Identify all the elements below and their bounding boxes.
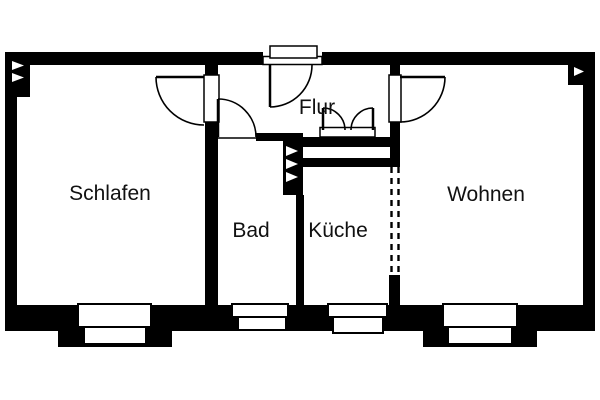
kueche-window-outer <box>332 316 384 334</box>
room-label-wohnen: Wohnen <box>447 183 525 206</box>
bad-window-inner <box>231 303 289 318</box>
wall-kueche-top <box>296 158 392 167</box>
wall-left <box>5 52 17 331</box>
chimney-pilaster-right <box>568 52 595 85</box>
wall-wohnen-top-stub <box>390 65 400 75</box>
room-labels: Schlafen Bad Küche Flur Wohnen <box>69 96 525 242</box>
wall-top-left-segment <box>5 52 263 65</box>
interior-walls <box>205 65 400 305</box>
flur-wardrobe-double-door <box>319 107 376 138</box>
bad-door-swing-arc <box>217 98 257 138</box>
wall-top-right-segment <box>322 52 595 65</box>
room-label-schlafen: Schlafen <box>69 182 151 205</box>
wall-kueche-wohnen-stub <box>389 275 400 305</box>
wall-flur-bottom <box>256 133 303 141</box>
chimney-pilaster-left <box>5 52 30 97</box>
wardrobe-body <box>319 126 376 138</box>
vent-triangle-icon <box>574 67 584 76</box>
schlafen-door <box>155 74 220 126</box>
vent-triangle-icon <box>286 146 298 156</box>
wall-schlafen-top-stub <box>205 65 218 75</box>
wohnen-window-outer <box>447 326 513 345</box>
wohnen-window <box>442 303 518 345</box>
wohnen-door-frame <box>388 74 402 123</box>
wardrobe-right-swing-arc <box>350 107 374 131</box>
vent-triangle-icon <box>12 73 24 82</box>
kueche-window <box>327 303 388 334</box>
schlafen-window-inner <box>77 303 152 328</box>
wall-bad-kueche <box>296 195 304 305</box>
doors <box>155 45 446 139</box>
wohnen-door-swing-arc <box>399 76 446 123</box>
schlafen-window <box>77 303 152 345</box>
room-label-kueche: Küche <box>308 219 368 242</box>
bad-window-outer <box>237 316 287 331</box>
vent-triangle-icon <box>286 172 298 182</box>
vent-triangle-icon <box>286 159 298 169</box>
room-label-bad: Bad <box>232 219 269 242</box>
entrance-door-swing-arc <box>269 64 313 108</box>
wall-wardrobe-band <box>295 137 400 147</box>
entrance-door-leaf-closed <box>269 45 318 59</box>
bad-window <box>231 303 289 331</box>
kueche-window-inner <box>327 303 388 318</box>
entrance-door <box>262 45 323 108</box>
wall-schlafen-lower <box>205 122 218 305</box>
wardrobe-left-swing-arc <box>322 107 346 131</box>
schlafen-window-outer <box>83 326 147 345</box>
wohnen-window-inner <box>442 303 518 328</box>
schlafen-door-swing-arc <box>155 76 205 126</box>
chimney-vent-marks <box>12 61 584 182</box>
wall-right <box>583 52 595 331</box>
windows <box>77 303 518 345</box>
wohnen-door <box>388 74 446 123</box>
bad-door <box>216 98 257 139</box>
vent-triangle-icon <box>12 61 24 70</box>
wall-wohnen-mid <box>390 122 400 167</box>
room-label-flur: Flur <box>299 96 335 119</box>
